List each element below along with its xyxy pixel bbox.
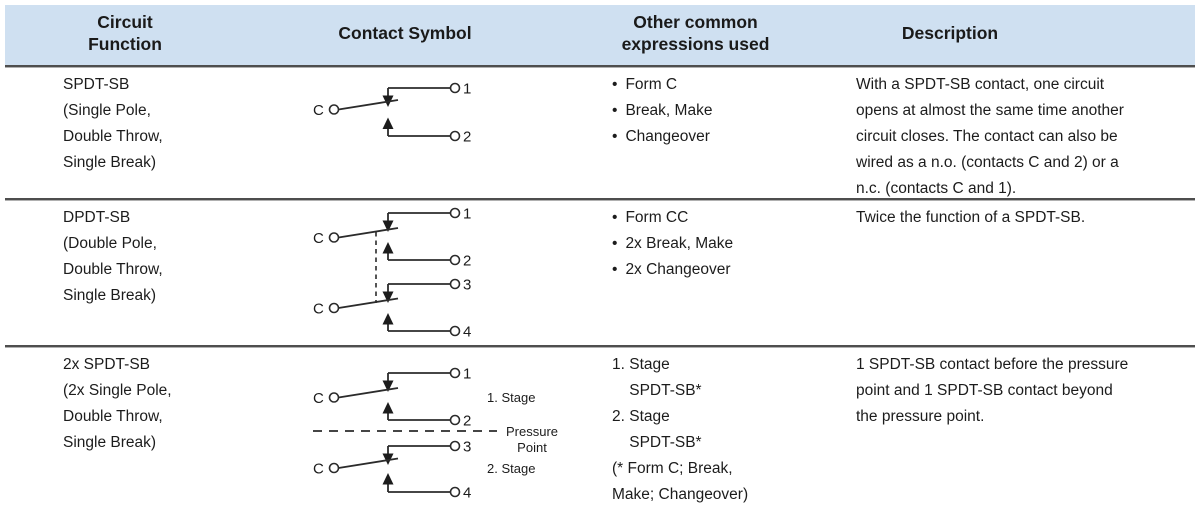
common-terminal-circle — [328, 232, 340, 243]
expressions-list: Form CC 2x Break, Make 2x Changeover — [612, 205, 847, 283]
description-cell: 1 SPDT-SB contact before the pressure po… — [856, 356, 1129, 425]
table-header-row: Circuit Function Contact Symbol Other co… — [5, 5, 1195, 65]
2x-spdt-sb-contact-symbol: C C 1 2 3 4 1. Stage Pressure Point 2. S… — [313, 366, 558, 502]
contact-blade — [338, 99, 399, 111]
terminal-2-circle — [449, 414, 461, 426]
expressions-list: 1. Stage SPDT-SB* 2. Stage SPDT-SB* (* F… — [612, 356, 749, 503]
expression-item: 2x Changeover — [612, 257, 847, 283]
up-arrow-icon — [382, 473, 394, 485]
common-terminal-label: C — [313, 301, 324, 318]
common-terminal-circle — [328, 462, 340, 474]
expression-item: 2x Break, Make — [612, 231, 847, 257]
terminal-1-circle — [449, 367, 461, 379]
common-terminal-label: C — [313, 390, 324, 407]
expression-item: Break, Make — [612, 98, 847, 124]
terminal-2-label: 2 — [463, 253, 471, 270]
row-divider-1 — [5, 198, 1195, 201]
contact-blade — [338, 457, 399, 469]
terminal-4-label: 4 — [463, 485, 471, 502]
terminal-3-circle — [449, 278, 461, 290]
common-terminal-label: C — [313, 461, 324, 478]
terminal-3-circle — [449, 440, 461, 452]
terminal-4-label: 4 — [463, 324, 471, 340]
spdt-sb-contact-symbol: C 1 2 — [313, 81, 471, 146]
stage-1-label: 1. Stage — [487, 390, 535, 405]
circuit-function-cell: DPDT-SB (Double Pole, Double Throw, Sing… — [63, 209, 163, 304]
common-terminal-circle — [328, 104, 340, 115]
terminal-4-circle — [449, 325, 461, 337]
common-terminal-label: C — [313, 230, 324, 247]
expression-item: Changeover — [612, 124, 847, 150]
terminal-3-label: 3 — [463, 277, 471, 294]
terminal-1-circle — [449, 82, 461, 94]
column-header-other-expressions: Other common expressions used — [621, 12, 770, 54]
column-header-description: Description — [901, 23, 999, 43]
header-divider — [5, 65, 1195, 68]
up-arrow-icon — [382, 117, 394, 129]
terminal-2-label: 2 — [463, 129, 471, 146]
expression-item: Form C — [612, 72, 847, 98]
circuit-function-cell: 2x SPDT-SB (2x Single Pole, Double Throw… — [63, 356, 172, 451]
column-header-circuit-function: Circuit Function — [88, 12, 162, 54]
dpdt-sb-contact-symbol: C C 1 2 3 4 — [313, 206, 471, 340]
contact-blade — [338, 227, 399, 239]
stage-2-label: 2. Stage — [487, 461, 535, 476]
terminal-2-circle — [449, 130, 461, 142]
terminal-1-label: 1 — [463, 81, 471, 98]
down-arrow-icon — [382, 380, 394, 392]
terminal-1-label: 1 — [463, 366, 471, 383]
terminal-1-label: 1 — [463, 206, 471, 223]
contact-blade — [338, 297, 399, 309]
terminal-4-circle — [449, 486, 461, 498]
down-arrow-icon — [382, 220, 394, 232]
contact-blade — [338, 387, 399, 399]
row-divider-2 — [5, 345, 1195, 348]
terminal-1-circle — [449, 207, 461, 219]
common-terminal-circle — [328, 392, 340, 403]
common-terminal-circle — [328, 302, 340, 314]
circuit-function-cell: SPDT-SB (Single Pole, Double Throw, Sing… — [63, 76, 163, 171]
terminal-2-label: 2 — [463, 413, 471, 430]
down-arrow-icon — [382, 291, 394, 303]
terminal-2-circle — [449, 254, 461, 266]
up-arrow-icon — [382, 402, 394, 414]
description-cell: Twice the function of a SPDT-SB. — [856, 209, 1086, 226]
expression-item: Form CC — [612, 205, 847, 231]
pressure-point-label: Point — [517, 440, 547, 455]
pressure-point-label: Pressure — [506, 424, 558, 439]
up-arrow-icon — [382, 313, 394, 325]
common-terminal-label: C — [313, 102, 324, 119]
up-arrow-icon — [382, 242, 394, 254]
expressions-list: Form C Break, Make Changeover — [612, 72, 847, 150]
column-header-contact-symbol: Contact Symbol — [338, 23, 472, 43]
terminal-3-label: 3 — [463, 439, 471, 456]
description-cell: With a SPDT-SB contact, one circuit open… — [856, 76, 1124, 197]
